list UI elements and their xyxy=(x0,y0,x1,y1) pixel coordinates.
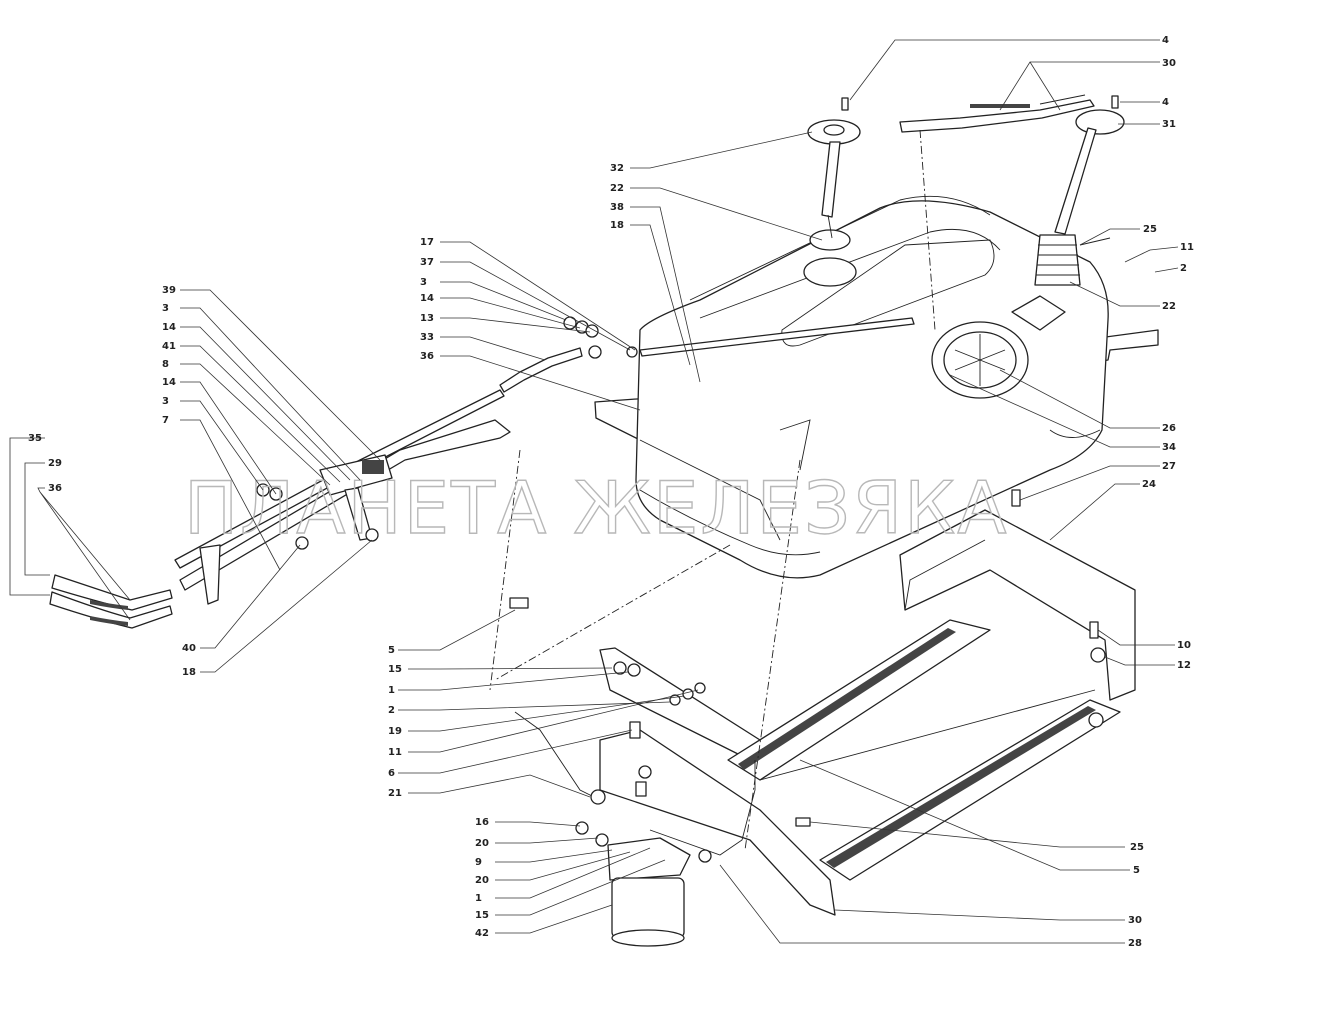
callout-11: 11 xyxy=(1180,242,1194,253)
callout-29: 29 xyxy=(48,458,62,469)
callout-8: 8 xyxy=(162,359,169,370)
callout-32: 32 xyxy=(610,163,624,174)
callout-34: 34 xyxy=(1162,442,1176,453)
callout-40: 40 xyxy=(182,643,196,654)
callout-28: 28 xyxy=(1128,938,1142,949)
tank-support-frame xyxy=(599,489,1136,916)
callout-3: 3 xyxy=(420,277,427,288)
callout-33: 33 xyxy=(420,332,434,343)
callout-17: 17 xyxy=(420,237,434,248)
callout-36: 36 xyxy=(48,483,62,494)
callout-14: 14 xyxy=(420,293,434,304)
callout-25: 25 xyxy=(1130,842,1144,853)
fuel-hoses xyxy=(49,574,173,629)
watermark: ПЛАНЕТА ЖЕЛЕЗЯКА xyxy=(184,466,1009,550)
vent-hose-assembly xyxy=(899,94,1095,133)
callout-42: 42 xyxy=(475,928,489,939)
callout-6: 6 xyxy=(388,768,395,779)
callout-2: 2 xyxy=(388,705,395,716)
callout-21: 21 xyxy=(388,788,402,799)
callout-27: 27 xyxy=(1162,461,1176,472)
callout-12: 12 xyxy=(1177,660,1191,671)
callout-2: 2 xyxy=(1180,263,1187,274)
callout-37: 37 xyxy=(420,257,434,268)
callout-24: 24 xyxy=(1142,479,1156,490)
callout-1: 1 xyxy=(388,685,395,696)
callout-15: 15 xyxy=(475,910,489,921)
callout-10: 10 xyxy=(1177,640,1191,651)
callout-18: 18 xyxy=(610,220,624,231)
callout-36: 36 xyxy=(420,351,434,362)
callout-11: 11 xyxy=(388,747,402,758)
callout-14: 14 xyxy=(162,377,176,388)
callout-22: 22 xyxy=(610,183,624,194)
callout-5: 5 xyxy=(388,645,395,656)
callout-31: 31 xyxy=(1162,119,1176,130)
gauge-sender-right xyxy=(1034,95,1125,286)
callout-30: 30 xyxy=(1162,58,1176,69)
gauge-sender-left xyxy=(807,97,861,239)
callouts: 4 30 4 31 32 22 38 18 25 11 2 22 17 37 3… xyxy=(9,35,1194,949)
callout-3: 3 xyxy=(162,303,169,314)
callout-22: 22 xyxy=(1162,301,1176,312)
callout-25: 25 xyxy=(1143,224,1157,235)
callout-16: 16 xyxy=(475,817,489,828)
tank-fuel-line xyxy=(499,316,915,393)
callout-13: 13 xyxy=(420,313,434,324)
callout-38: 38 xyxy=(610,202,624,213)
callout-41: 41 xyxy=(162,341,176,352)
callout-4: 4 xyxy=(1162,97,1169,108)
callout-5: 5 xyxy=(1133,865,1140,876)
callout-18: 18 xyxy=(182,667,196,678)
callout-26: 26 xyxy=(1162,423,1176,434)
callout-3: 3 xyxy=(162,396,169,407)
callout-35: 35 xyxy=(28,433,42,444)
callout-4: 4 xyxy=(1162,35,1169,46)
assembly-lines xyxy=(489,129,936,851)
callout-14: 14 xyxy=(162,322,176,333)
gauge-sender-port xyxy=(803,229,857,287)
callout-1: 1 xyxy=(475,893,482,904)
callout-19: 19 xyxy=(388,726,402,737)
callout-39: 39 xyxy=(162,285,176,296)
callout-20: 20 xyxy=(475,838,489,849)
callout-30: 30 xyxy=(1128,915,1142,926)
filler-neck xyxy=(931,321,1029,399)
callout-7: 7 xyxy=(162,415,169,426)
callout-15: 15 xyxy=(388,664,402,675)
fuel-tank xyxy=(594,195,1159,579)
callout-20: 20 xyxy=(475,875,489,886)
callout-9: 9 xyxy=(475,857,482,868)
